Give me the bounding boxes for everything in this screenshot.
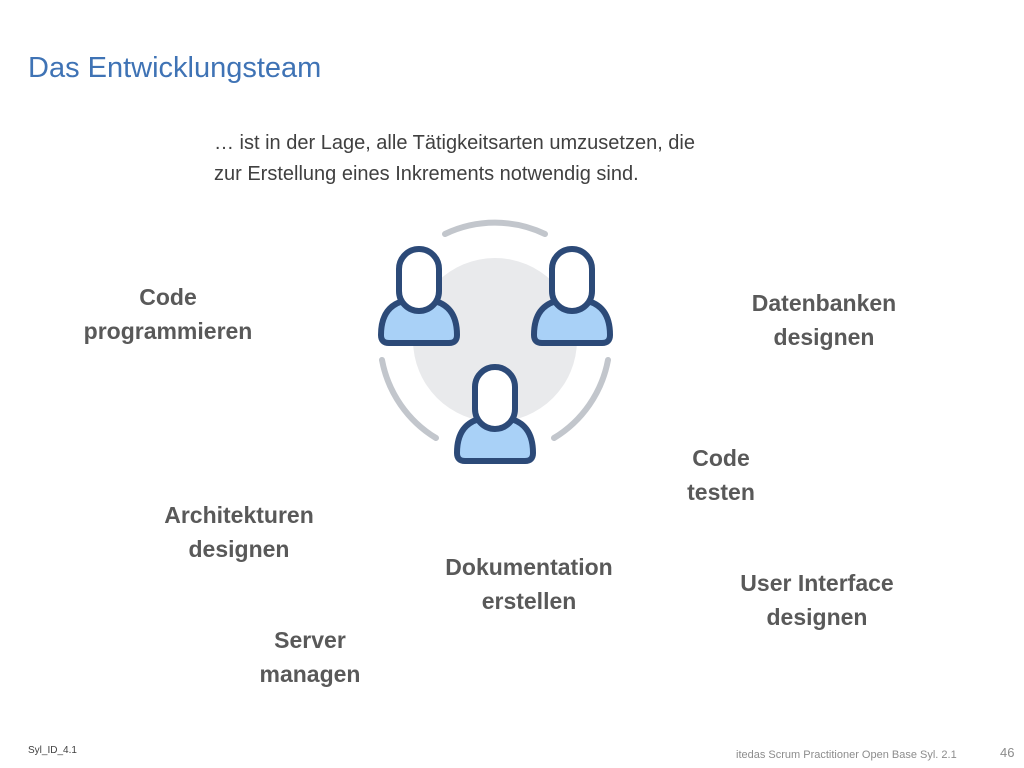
activity-line: designen: [773, 324, 875, 350]
activity-datenbanken-designen: Datenbanken designen: [752, 286, 896, 354]
subtitle-line-1: … ist in der Lage, alle Tätigkeitsarten …: [214, 132, 695, 154]
activity-architekturen-designen: Architekturen designen: [164, 498, 314, 566]
ring-arc-left: [379, 357, 439, 441]
footer-course-name: itedas Scrum Practitioner Open Base Syl.…: [736, 749, 957, 761]
person-icon-right: [531, 246, 613, 346]
activity-line: erstellen: [481, 588, 577, 614]
activity-code-testen: Code testen: [687, 441, 755, 509]
person-icon-center: [454, 364, 536, 464]
footer-page-number: 46: [1000, 745, 1015, 760]
activity-line: User Interface: [740, 570, 894, 596]
activity-line: Dokumentation: [445, 554, 613, 580]
person-icon-left: [378, 246, 460, 346]
activity-line: Code: [692, 445, 750, 471]
team-people-icon: [378, 219, 613, 464]
subtitle-line-2: zur Erstellung eines Inkrements notwendi…: [214, 163, 639, 185]
activity-line: Datenbanken: [751, 290, 897, 316]
activity-line: Architekturen: [164, 502, 314, 528]
footer-syllabus-id: Syl_ID_4.1: [28, 745, 77, 756]
activity-line: testen: [687, 479, 755, 505]
activity-line: designen: [766, 604, 868, 630]
activity-server-managen: Server managen: [260, 623, 361, 691]
activity-code-programmieren: Code programmieren: [84, 280, 253, 348]
activity-line: Code: [139, 284, 197, 310]
team-center-circle: [413, 258, 577, 422]
subtitle: … ist in der Lage, alle Tätigkeitsarten …: [214, 128, 794, 190]
ring-arc-right: [551, 357, 611, 441]
activity-line: Server: [274, 627, 346, 653]
activity-dokumentation-erstellen: Dokumentation erstellen: [445, 550, 612, 618]
activity-line: managen: [259, 661, 361, 687]
slide-title: Das Entwicklungsteam: [28, 52, 322, 84]
activity-line: designen: [188, 536, 290, 562]
activity-line: programmieren: [83, 318, 253, 344]
activity-user-interface-designen: User Interface designen: [740, 566, 893, 634]
ring-arc-top: [442, 219, 548, 237]
